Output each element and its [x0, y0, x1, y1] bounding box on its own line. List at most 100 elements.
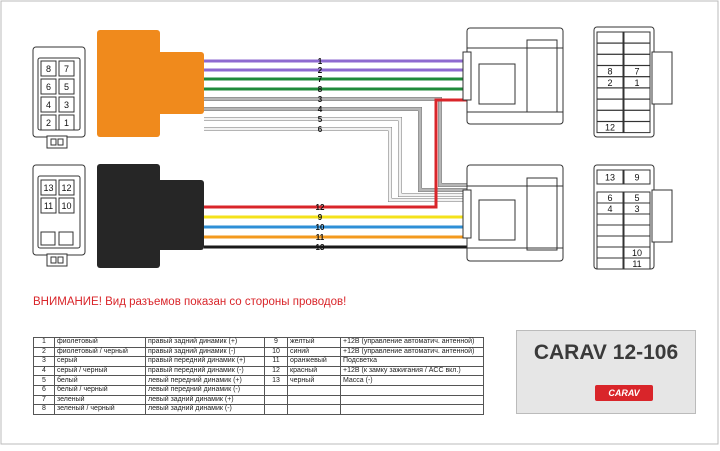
car-top-pin-cell	[596, 109, 624, 122]
legend-cell-func2	[340, 384, 484, 396]
legend-cell-color: фиолетовый / черный	[54, 346, 146, 358]
car-top-pin-cell	[596, 53, 624, 66]
car-bottom-pin: 4	[607, 204, 612, 214]
connector-a-pin: 8	[46, 64, 51, 74]
legend-cell-func: левый передний динамик (+)	[145, 375, 265, 386]
car-top-pin-cell	[623, 31, 651, 44]
legend-cell-color2	[287, 404, 341, 415]
legend-cell-func: левый задний динамик (-)	[145, 404, 265, 415]
car-bottom-pin-cell	[596, 257, 624, 270]
legend-cell-n2	[264, 404, 288, 415]
car-bottom-pin-cell	[623, 169, 651, 185]
connector-b-pin-cell	[58, 197, 75, 214]
car-bottom-pin: 10	[632, 248, 642, 258]
connector-a-pin-cell	[58, 78, 75, 95]
wire-label: 9	[318, 213, 323, 222]
wire-6	[204, 127, 470, 202]
car-bottom-pin-cell	[623, 213, 651, 226]
legend-cell-color2	[287, 394, 341, 406]
car-bottom-pin: 9	[634, 173, 639, 183]
legend-cell-func2: Подсветка	[340, 356, 484, 367]
legend-cell-func2	[340, 404, 484, 415]
legend-cell-n2: 11	[264, 356, 288, 367]
wire-label: 6	[318, 125, 323, 134]
car-bottom-pin-cell	[596, 213, 624, 226]
connector-a-pin-cell	[58, 96, 75, 113]
legend-cell-func2: +12В (управление автоматич. антенной)	[340, 337, 484, 348]
car-plug-top	[462, 27, 564, 125]
wire-3	[204, 97, 470, 187]
wire-outline	[204, 107, 470, 192]
car-top-pin-cell	[596, 98, 624, 111]
model-name: CARAV 12-106	[533, 341, 679, 364]
legend-cell-n: 3	[33, 356, 55, 367]
wire-label: 13	[316, 243, 325, 252]
legend-cell-func: правый передний динамик (+)	[145, 356, 265, 367]
legend-cell-n2	[264, 384, 288, 396]
legend-cell-n: 5	[33, 375, 55, 386]
legend-cell-func: правый задний динамик (+)	[145, 337, 265, 348]
car-bottom-pin: 6	[607, 193, 612, 203]
legend-cell-n2: 9	[264, 337, 288, 348]
legend-cell-color: серый	[54, 356, 146, 367]
car-bottom-pin-cell	[623, 224, 651, 237]
car-top-pin-cell	[623, 109, 651, 122]
connector-b-pin: 11	[44, 201, 53, 211]
carav-logo: CARAV	[595, 385, 653, 401]
legend-cell-color2	[287, 384, 341, 396]
car-top-pin-cell	[623, 53, 651, 66]
black-plug	[97, 164, 204, 268]
car-top-pin-cell	[623, 42, 651, 55]
wire-outline	[204, 97, 470, 187]
car-top-pin-cell	[623, 121, 651, 134]
connector-a-pin: 6	[46, 82, 51, 92]
wire-label: 5	[318, 115, 323, 124]
legend-cell-n2	[264, 394, 288, 406]
car-top-pin: 2	[607, 78, 612, 88]
legend-cell-n: 7	[33, 394, 55, 406]
car-top-pin-cell	[596, 31, 624, 44]
legend-cell-color2: красный	[287, 365, 341, 377]
legend-cell-color2: черный	[287, 375, 341, 386]
legend-cell-color: белый / черный	[54, 384, 146, 396]
legend-cell-func: левый задний динамик (+)	[145, 394, 265, 406]
car-bottom-pin-cell	[623, 235, 651, 248]
wire-label: 7	[318, 75, 323, 84]
connector-b-pin: 12	[61, 183, 71, 193]
brand-box: CARAV 12-106 CARAV	[516, 330, 696, 414]
car-top-pin: 12	[605, 123, 615, 133]
legend-cell-n: 6	[33, 384, 55, 396]
legend-cell-color: фиолетовый	[54, 337, 146, 348]
wire-12	[204, 98, 470, 209]
connector-a-pin-cell	[40, 114, 57, 131]
wire-label: 8	[318, 85, 323, 94]
wire-4	[204, 107, 470, 192]
legend-cell-func2: +12В (управление автоматич. антенной)	[340, 346, 484, 358]
car-top-pin-cell	[596, 87, 624, 100]
legend-cell-func: правый передний динамик (-)	[145, 365, 265, 377]
connector-a-pin: 2	[46, 118, 51, 128]
connector-a-pin: 4	[46, 100, 51, 110]
legend-cell-color2: синий	[287, 346, 341, 358]
wire-label: 4	[318, 105, 323, 114]
car-bottom-pin: 11	[632, 259, 641, 269]
legend-cell-func2	[340, 394, 484, 406]
legend-cell-color: белый	[54, 375, 146, 386]
connector-b-pin-cell	[40, 179, 57, 196]
car-bottom-pin-cell	[596, 246, 624, 259]
car-plug-bottom	[462, 164, 564, 262]
car-bottom-pin-cell	[623, 257, 651, 270]
legend-cell-color: зеленый	[54, 394, 146, 406]
